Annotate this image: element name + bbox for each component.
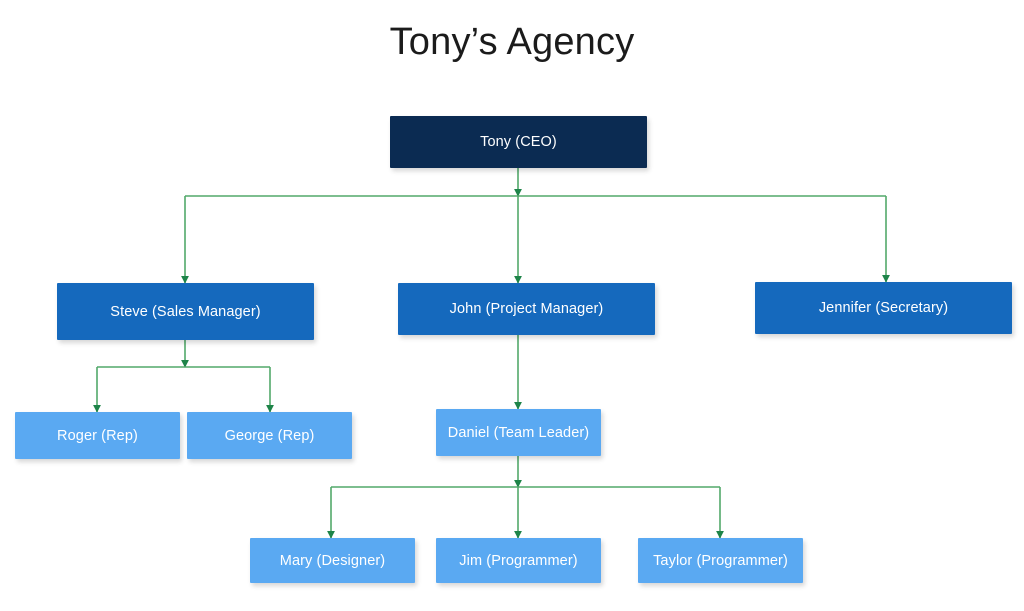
node-daniel[interactable]: Daniel (Team Leader) [436, 409, 601, 456]
page-title: Tony’s Agency [389, 21, 635, 63]
edge-daniel-to-team [327, 456, 724, 539]
node-tony[interactable]: Tony (CEO) [390, 116, 647, 168]
node-john[interactable]: John (Project Manager) [398, 283, 655, 335]
node-taylor[interactable]: Taylor (Programmer) [638, 538, 803, 583]
node-label: Jim (Programmer) [459, 552, 578, 569]
node-george[interactable]: George (Rep) [187, 412, 352, 459]
node-steve[interactable]: Steve (Sales Manager) [57, 283, 314, 340]
node-label: Steve (Sales Manager) [110, 303, 261, 320]
node-label: Roger (Rep) [57, 427, 138, 444]
edge-steve-to-reps [93, 340, 274, 413]
node-mary[interactable]: Mary (Designer) [250, 538, 415, 583]
node-label: Tony (CEO) [480, 134, 557, 150]
node-roger[interactable]: Roger (Rep) [15, 412, 180, 459]
node-jim[interactable]: Jim (Programmer) [436, 538, 601, 583]
node-label: Mary (Designer) [279, 552, 386, 569]
node-jennifer[interactable]: Jennifer (Secretary) [755, 282, 1012, 334]
node-label: Jennifer (Secretary) [818, 300, 949, 316]
node-label: George (Rep) [224, 427, 315, 444]
edge-tony-to-row1 [181, 168, 890, 284]
node-label: John (Project Manager) [449, 301, 604, 317]
node-label: Daniel (Team Leader) [447, 424, 590, 441]
node-label: Taylor (Programmer) [653, 552, 788, 569]
